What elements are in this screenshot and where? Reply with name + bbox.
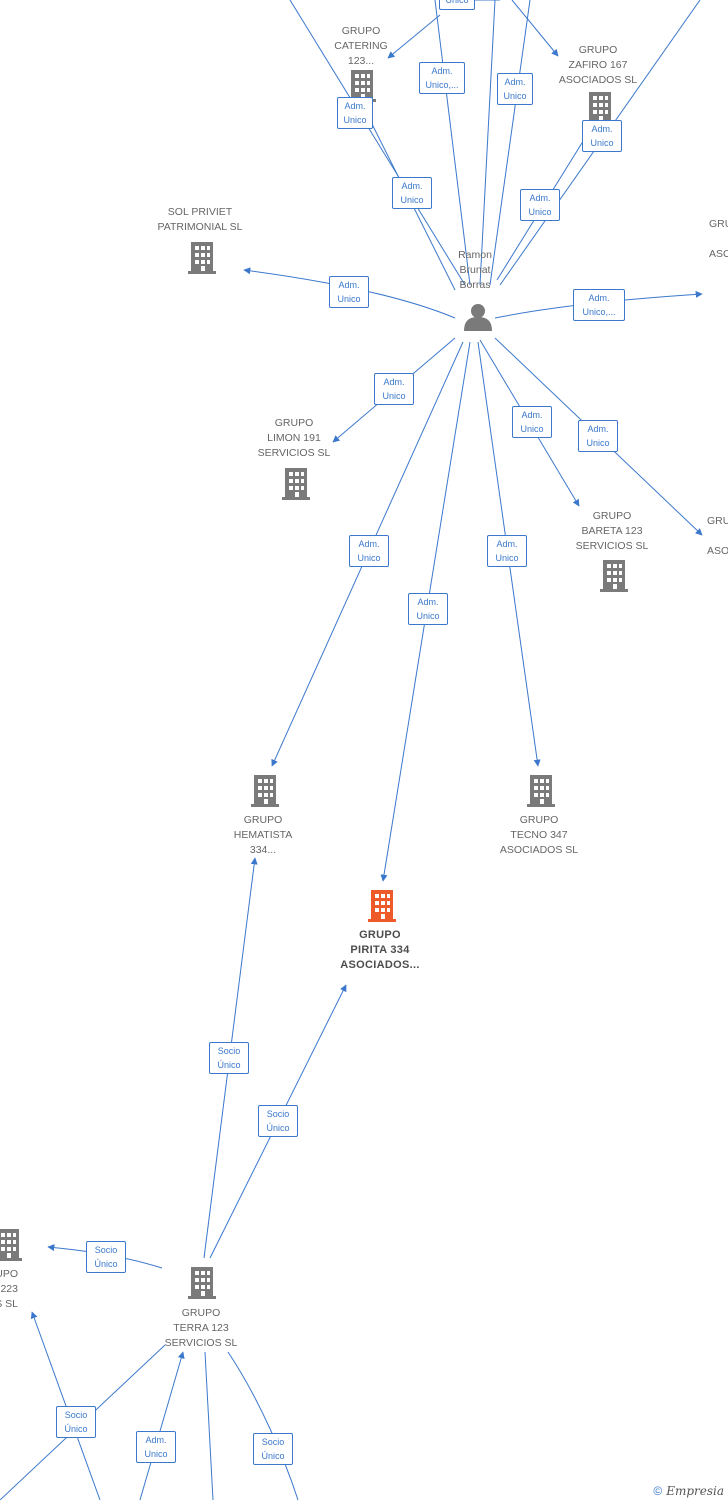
node-label-con223[interactable]: RUPO CON 223 ADOS SL: [0, 1268, 18, 1310]
edge-label-top3[interactable]: Adm. Unico: [497, 73, 533, 105]
node-label-limon[interactable]: GRUPO LIMON 191 SERVICIOS SL: [257, 417, 331, 459]
edge-label-bareta[interactable]: Adm. Unico: [512, 406, 552, 438]
edge-label-terra-pirita[interactable]: Socio Único: [258, 1105, 298, 1137]
node-label-catering[interactable]: GRUPO CATERING 123...: [334, 25, 388, 67]
edge-label-terra-hematista[interactable]: Socio Único: [209, 1042, 249, 1074]
edge-label-hematista[interactable]: Adm. Unico: [349, 535, 389, 567]
node-label-bareta[interactable]: GRUPO BARETA 123 SERVICIOS SL: [575, 510, 649, 552]
person-icon-ramon[interactable]: [464, 304, 492, 331]
node-label-tecno[interactable]: GRUPO TECNO 347 ASOCIADOS SL: [499, 814, 579, 856]
edges: [0, 0, 703, 1500]
building-icon-bareta[interactable]: [600, 560, 628, 592]
building-icon-limon[interactable]: [282, 468, 310, 500]
edge-label-right2[interactable]: Adm. Unico: [578, 420, 618, 452]
edge-label-solpriviet[interactable]: Adm. Unico: [329, 276, 369, 308]
edge-label-zafiro[interactable]: Adm. Unico: [582, 120, 622, 152]
edge-label-top2[interactable]: Adm. Unico,...: [419, 62, 465, 94]
building-icon-con223[interactable]: [0, 1229, 22, 1261]
watermark: ©Empresia: [653, 1484, 724, 1498]
edge-label-tecno[interactable]: Adm. Unico: [487, 535, 527, 567]
edge-label-mid2[interactable]: Adm. Unico: [520, 189, 560, 221]
building-icon-pirita-focus[interactable]: [368, 890, 396, 922]
edge-label-top1[interactable]: Unico: [439, 0, 475, 10]
node-label-ramon[interactable]: Ramon Brunat Borras: [458, 249, 492, 291]
copyright-symbol: ©: [653, 1484, 663, 1498]
node-label-zafiro[interactable]: GRUPO ZAFIRO 167 ASOCIADOS SL: [558, 44, 638, 86]
edge-label-bottom-left1[interactable]: Socio Único: [56, 1406, 96, 1438]
edge-label-bottom-left3[interactable]: Socio Único: [253, 1433, 293, 1465]
building-icon-tecno[interactable]: [527, 775, 555, 807]
node-label-terra[interactable]: GRUPO TERRA 123 SERVICIOS SL: [164, 1307, 238, 1349]
edge-label-catering[interactable]: Adm. Unico: [337, 97, 373, 129]
edge-label-mid1[interactable]: Adm. Unico: [392, 177, 432, 209]
building-icon-terra[interactable]: [188, 1267, 216, 1299]
building-icon-hematista[interactable]: [251, 775, 279, 807]
node-label-pirita[interactable]: GRUPO PIRITA 334 ASOCIADOS...: [340, 929, 420, 971]
edge-label-terra-con223[interactable]: Socio Único: [86, 1241, 126, 1273]
node-label-gru-right2[interactable]: GRU ASOC: [707, 515, 728, 557]
edge-label-right[interactable]: Adm. Unico,...: [573, 289, 625, 321]
edge-label-bottom-left2[interactable]: Adm. Unico: [136, 1431, 176, 1463]
company-nodes: [0, 70, 628, 1299]
node-label-hematista[interactable]: GRUPO HEMATISTA 334...: [233, 814, 293, 856]
edge-label-limon[interactable]: Adm. Unico: [374, 373, 414, 405]
edge-label-pirita[interactable]: Adm. Unico: [408, 593, 448, 625]
node-label-gru-right[interactable]: GRU ASOC: [709, 218, 728, 260]
node-label-solpriviet[interactable]: SOL PRIVIET PATRIMONIAL SL: [157, 206, 243, 233]
brand-logo[interactable]: Empresia: [666, 1484, 724, 1498]
building-icon-solpriviet[interactable]: [188, 242, 216, 274]
